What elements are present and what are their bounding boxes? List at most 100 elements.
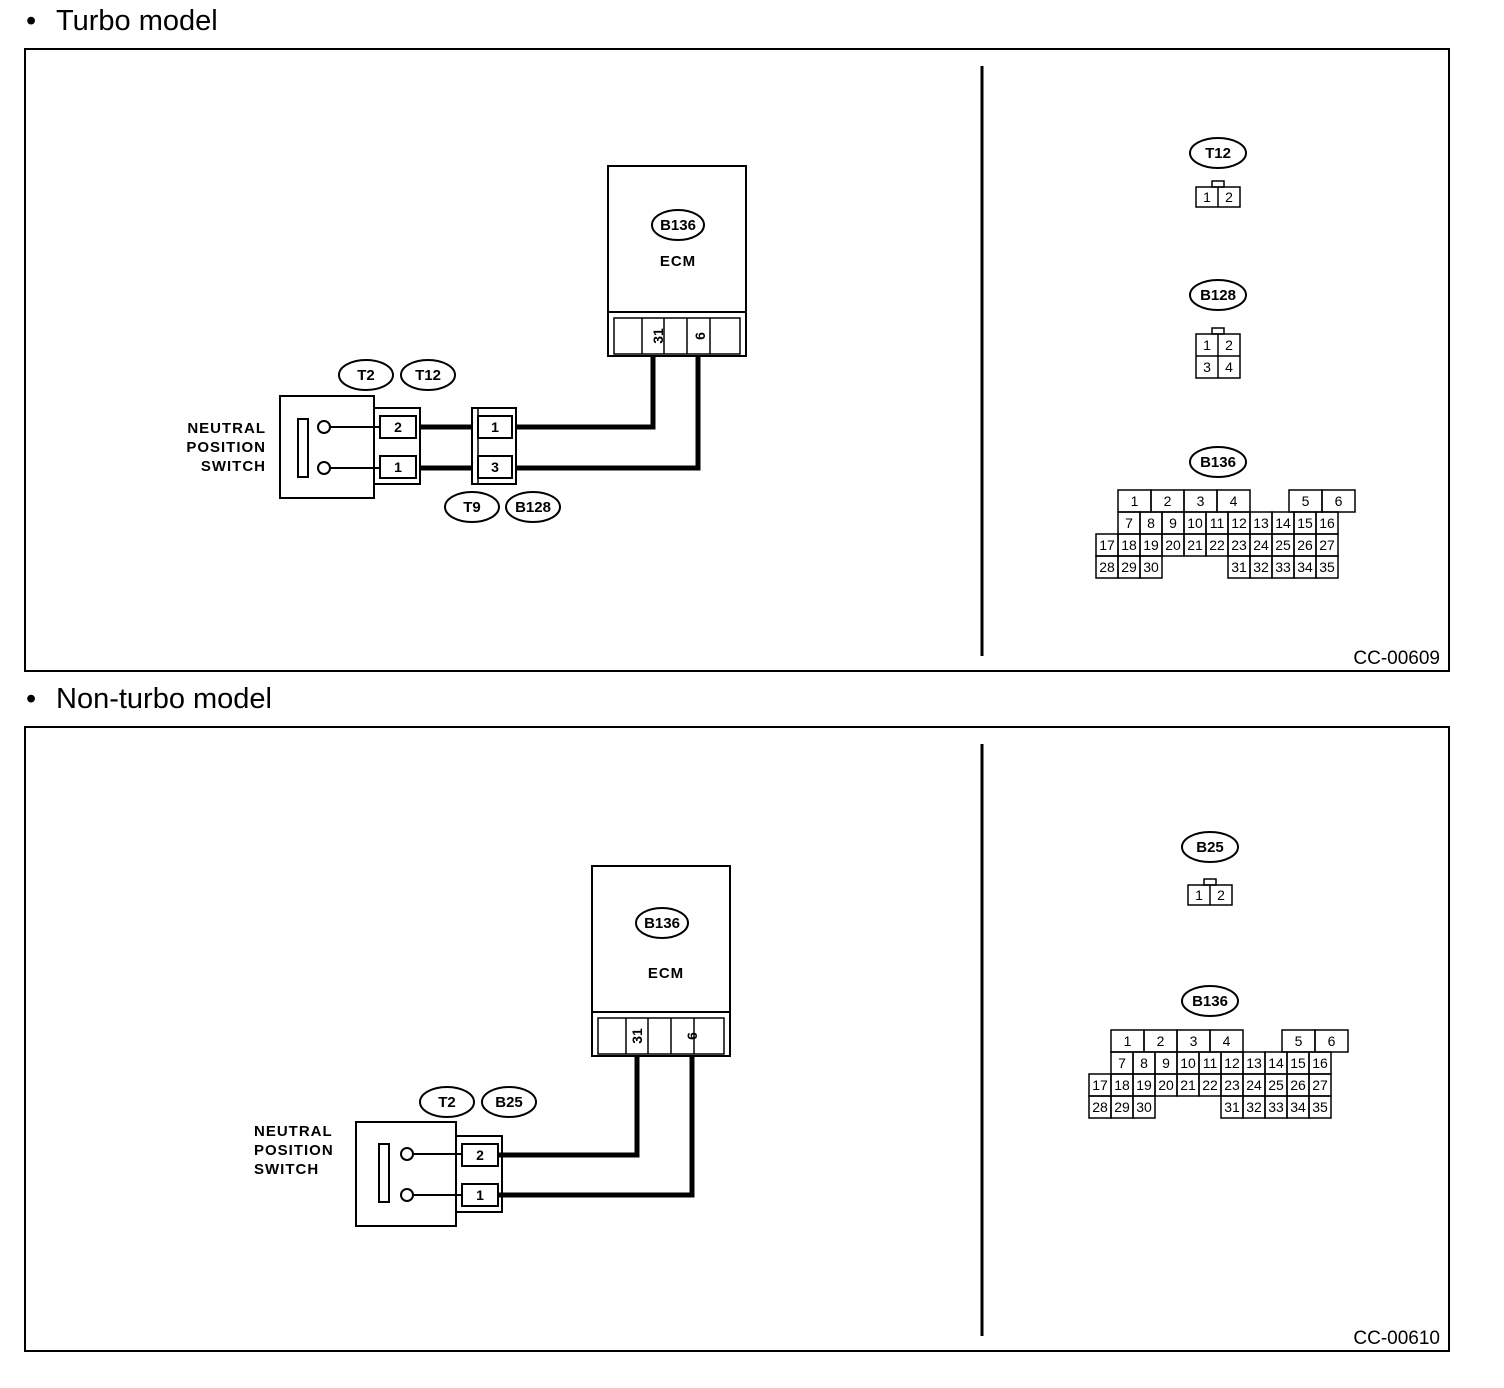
neutral-position-switch [279, 395, 380, 499]
switch-label-line2: POSITION [186, 439, 266, 456]
switch-label-line3: SWITCH [254, 1161, 319, 1178]
b25-tag [481, 1086, 537, 1118]
svg-text:B136: B136 [1200, 454, 1236, 471]
switch-label-line3: SWITCH [201, 458, 266, 475]
b136-pin-label: 14 [1275, 515, 1291, 531]
ecm-tag-text: B136 [644, 915, 680, 932]
b136-pin-label: 9 [1169, 515, 1177, 531]
b136-pin-label: 34 [1297, 559, 1313, 575]
b136-pin-label: 11 [1210, 515, 1225, 531]
b136-pin-label: 31 [1231, 559, 1247, 575]
b136-pin-label: 20 [1158, 1077, 1174, 1093]
b136-pin-cell [1315, 555, 1339, 579]
ecm-connector-tag [635, 907, 689, 939]
b136-pin-label: 20 [1165, 537, 1181, 553]
b136-pin-label: 18 [1121, 537, 1137, 553]
b128-connector-face: B128 1 2 3 4 [1189, 279, 1247, 379]
b136-pin-label: 15 [1290, 1055, 1306, 1071]
b136-pin-cell [1139, 555, 1163, 579]
svg-text:3: 3 [1203, 359, 1211, 375]
b136-pin-label: 18 [1114, 1077, 1130, 1093]
b136-pin-label: 15 [1297, 515, 1313, 531]
b136-pin-label: 22 [1202, 1077, 1218, 1093]
b136-pin-cell [1132, 1095, 1156, 1119]
b25-tag-text: B25 [495, 1094, 523, 1111]
ecm-pin-31: 31 [629, 1028, 645, 1044]
figure-code: CC-00610 [1353, 1328, 1440, 1349]
switch-pin-1: 1 [476, 1187, 484, 1203]
t12-tag [400, 359, 456, 391]
b136-pin-label: 16 [1312, 1055, 1328, 1071]
b128-tag [505, 491, 561, 523]
b136-pin-label: 32 [1246, 1099, 1262, 1115]
b136-pin-label: 25 [1275, 537, 1291, 553]
b136-pin-label: 24 [1246, 1077, 1262, 1093]
nonturbo-panel: B136 ECM 31 6 T2 B25 NEUTRAL POSITION SW… [24, 726, 1450, 1352]
ecm-tag-text: B136 [660, 217, 696, 234]
b136-pin-label: 7 [1118, 1055, 1126, 1071]
turbo-panel: B136 ECM 31 6 T2 T12 NEUTRAL POSITION SW… [24, 48, 1450, 672]
inline-pin-3: 3 [491, 459, 499, 475]
b136-pin-label: 1 [1131, 493, 1139, 509]
t2-tag-text: T2 [357, 367, 375, 384]
b136-pin-label: 32 [1253, 559, 1269, 575]
ecm-label: ECM [648, 965, 684, 982]
b136-pin-label: 16 [1319, 515, 1335, 531]
b136-pin-label: 19 [1143, 537, 1159, 553]
ecm-label: ECM [660, 253, 696, 270]
b136-pin-label: 17 [1092, 1077, 1108, 1093]
svg-text:1: 1 [1203, 189, 1211, 205]
figure-code: CC-00609 [1353, 648, 1440, 669]
svg-text:2: 2 [1225, 337, 1233, 353]
ecm-connector-tag [651, 209, 705, 241]
b136-pin-label: 29 [1114, 1099, 1130, 1115]
b136-pin-label: 6 [1328, 1033, 1336, 1049]
b136-pin-label: 10 [1180, 1055, 1196, 1071]
switch-label-line1: NEUTRAL [187, 420, 266, 437]
b25-connector-face: B25 1 2 [1181, 831, 1239, 906]
nonturbo-wiring-diagram: B136 ECM 31 6 T2 B25 NEUTRAL POSITION SW… [254, 744, 1440, 1349]
ecm-unit: B136 ECM 31 6 [591, 865, 731, 1057]
b136-pin-label: 35 [1312, 1099, 1328, 1115]
b136-pin-label: 34 [1290, 1099, 1306, 1115]
switch-pin-2: 2 [476, 1147, 484, 1163]
b136-pin-label: 17 [1099, 537, 1115, 553]
b136-pin-label: 28 [1099, 559, 1115, 575]
b136-pin-label: 7 [1125, 515, 1133, 531]
b136-pin-label: 11 [1203, 1055, 1218, 1071]
b136-pin-label: 21 [1180, 1077, 1196, 1093]
ecm-pin-6: 6 [692, 332, 708, 340]
b136-pin-cell [1308, 1095, 1332, 1119]
b136-pin-label: 27 [1319, 537, 1335, 553]
b136-pin-label: 23 [1224, 1077, 1240, 1093]
svg-text:4: 4 [1225, 359, 1233, 375]
b136-pin-label: 2 [1164, 493, 1172, 509]
b136-pin-label: 19 [1136, 1077, 1152, 1093]
b136-pin-label: 21 [1187, 537, 1203, 553]
b136-pin-label: 3 [1190, 1033, 1198, 1049]
svg-text:1: 1 [1195, 887, 1203, 903]
inline-connector: 1 3 [471, 407, 517, 485]
b136-pin-label: 22 [1209, 537, 1225, 553]
t9-tag [444, 491, 500, 523]
ecm-pin-31: 31 [650, 328, 666, 344]
b136-pin-label: 5 [1302, 493, 1310, 509]
b136-pin-label: 9 [1162, 1055, 1170, 1071]
svg-text:T12: T12 [1205, 145, 1231, 162]
b136-pin-label: 26 [1290, 1077, 1306, 1093]
switch-pin-1: 1 [394, 459, 402, 475]
b136-pin-label: 1 [1124, 1033, 1132, 1049]
b136-pin-label: 28 [1092, 1099, 1108, 1115]
svg-text:2: 2 [1225, 189, 1233, 205]
bullet-icon: • [26, 683, 37, 715]
b136-pin-label: 30 [1136, 1099, 1152, 1115]
svg-text:1: 1 [1203, 337, 1211, 353]
svg-text:B136: B136 [1192, 993, 1228, 1010]
b136-pin-label: 4 [1230, 493, 1238, 509]
b136-pin-label: 13 [1246, 1055, 1262, 1071]
b136-pin-label: 6 [1335, 493, 1343, 509]
b136-pin-label: 12 [1224, 1055, 1240, 1071]
